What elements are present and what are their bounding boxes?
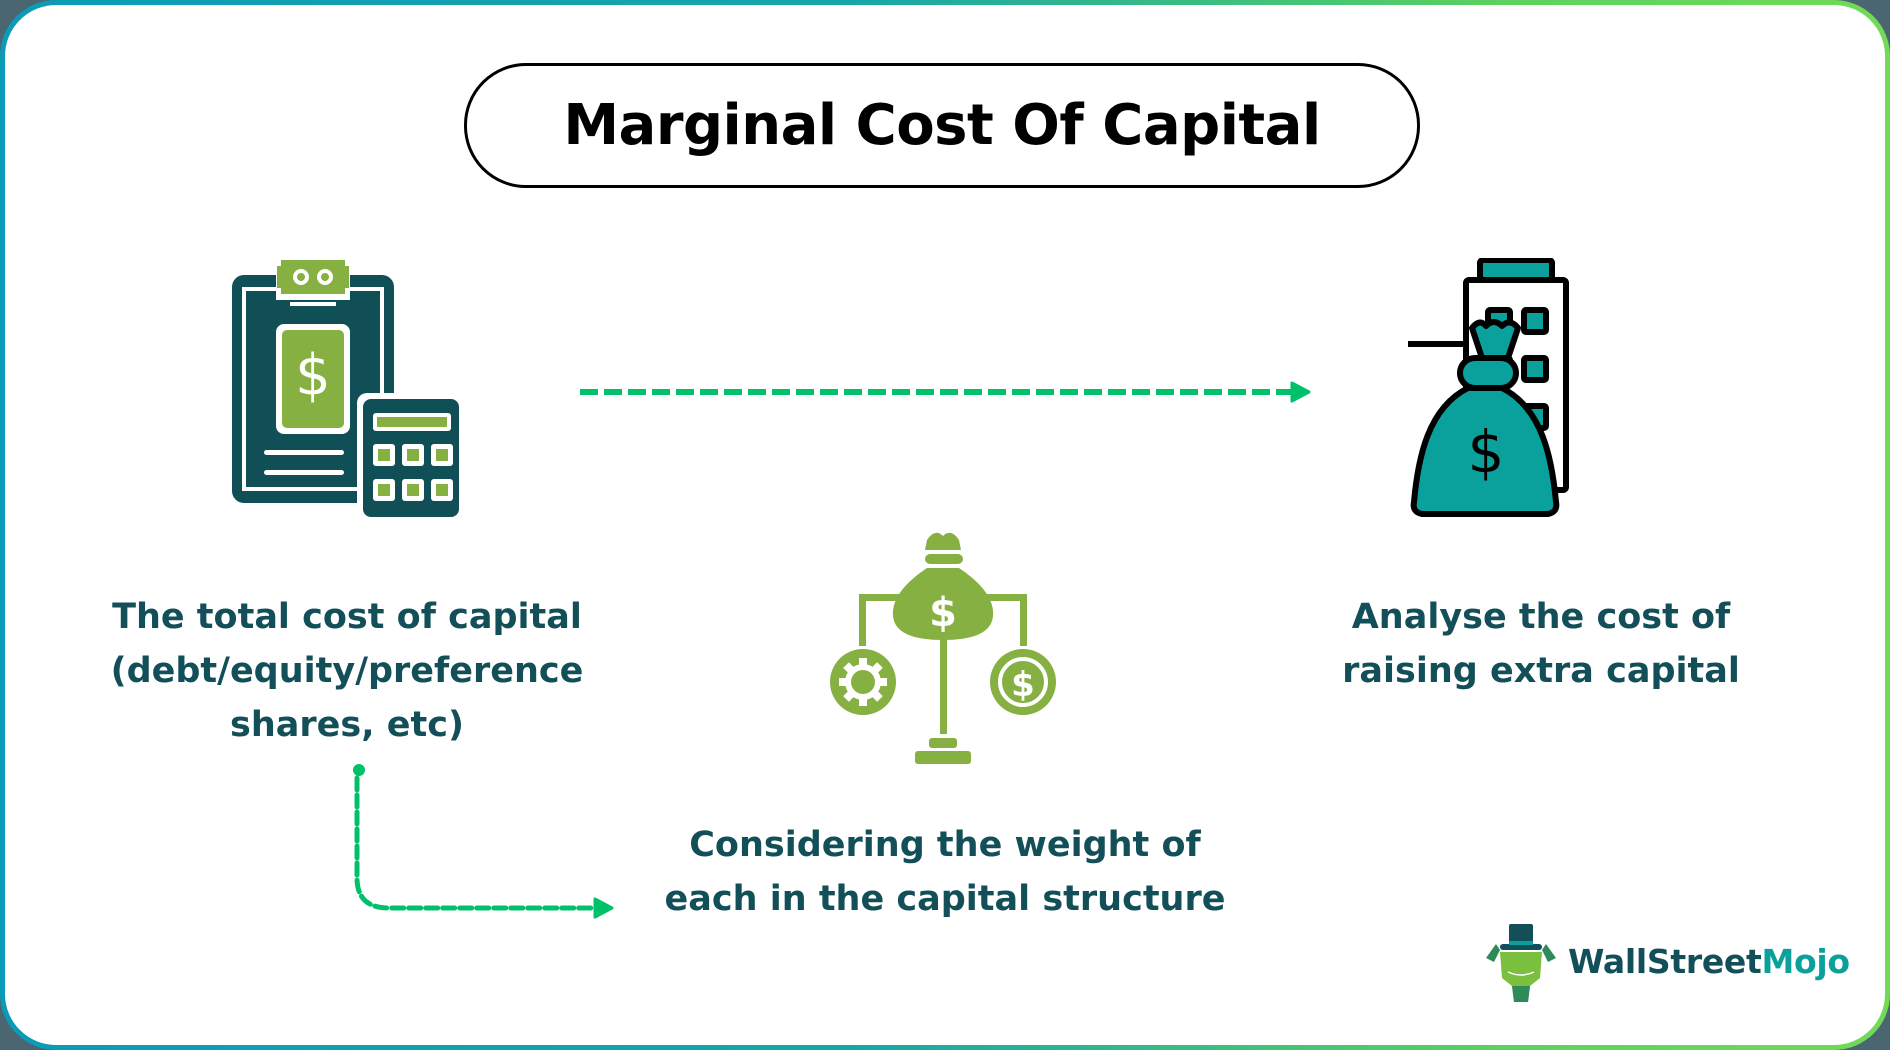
svg-text:$: $ [295,343,331,408]
logo-text-part1: WallStreet [1568,942,1762,981]
step-3-caption: Analyse the cost of raising extra capita… [1291,590,1791,698]
title-pill: Marginal Cost Of Capital [464,63,1420,188]
caption-line: Considering the weight of [689,825,1201,865]
caption-line: The total cost of capital [112,597,582,637]
balance-scale-icon: $ $ [830,532,1056,764]
step-1-caption: The total cost of capital (debt/equity/p… [97,590,597,752]
caption-line: each in the capital structure [664,879,1226,919]
caption-line: shares, etc) [230,705,464,745]
caption-line: Analyse the cost of [1351,597,1731,637]
caption-line: raising extra capital [1342,651,1740,691]
step-2-caption: Considering the weight of each in the ca… [595,818,1295,926]
wallstreetmojo-logo-text: WallStreetMojo [1568,942,1850,981]
clipboard-calculator-icon: $ [232,258,464,520]
svg-text:$: $ [1011,665,1035,705]
dashed-elbow-arrow [353,764,614,919]
svg-text:$: $ [1468,418,1505,486]
money-bag-building-icon: $ [1408,258,1569,517]
svg-text:$: $ [929,590,957,636]
wallstreetmojo-logo-icon [1486,924,1556,1002]
page-title: Marginal Cost Of Capital [563,93,1321,158]
caption-line: (debt/equity/preference [110,651,584,691]
logo-text-part2: Mojo [1761,942,1850,981]
dashed-arrow-right [580,381,1311,403]
